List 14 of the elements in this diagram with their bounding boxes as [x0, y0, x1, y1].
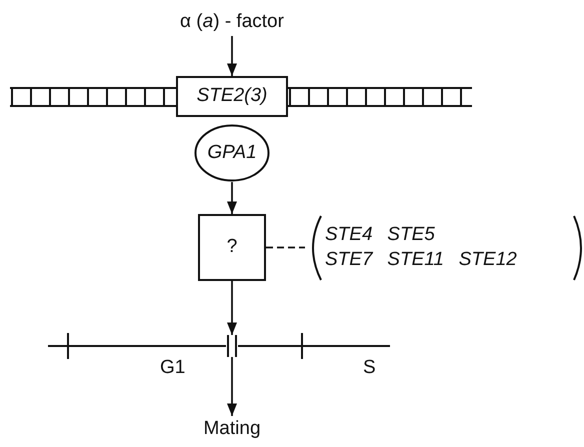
receptor-box: STE2(3): [176, 76, 288, 117]
arrow: [226, 357, 238, 416]
dashed-connector: [266, 246, 305, 248]
phase-label: G1: [160, 357, 186, 379]
outcome-label: Mating: [187, 416, 277, 442]
protein-ellipse: GPA1: [194, 124, 270, 182]
arrow: [226, 281, 238, 335]
cell-cycle-arrest-mark: [225, 335, 239, 357]
unknown-box: ?: [198, 214, 266, 281]
arrow: [226, 36, 238, 76]
gene-group-brackets: STE4 STE5 STE7 STE11 STE12: [305, 214, 584, 282]
pheromone-label: α (a) - factor: [157, 8, 307, 36]
phase-label: S: [363, 357, 376, 379]
arrow: [226, 182, 238, 214]
